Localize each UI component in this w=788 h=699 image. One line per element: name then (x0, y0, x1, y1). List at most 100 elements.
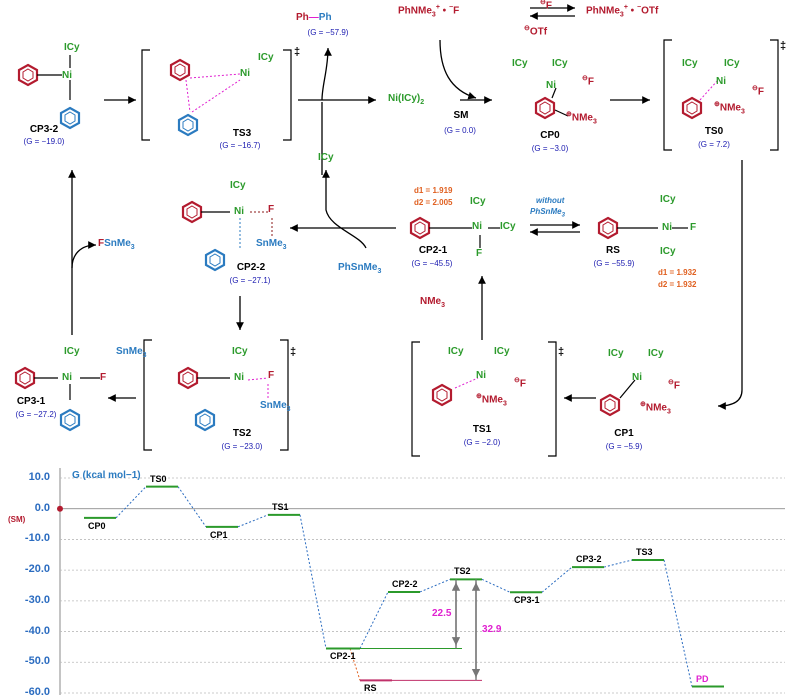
ts0-structure (663, 39, 779, 151)
ts1-structure (411, 341, 557, 457)
scheme-arrows (68, 4, 743, 410)
ts2-energy: (G = −23.0) (221, 442, 263, 451)
f-cp1: ⊖F (668, 379, 680, 392)
snme3-ts2: SnMe3 (260, 400, 291, 413)
level-label-cp1: CP1 (210, 529, 228, 540)
ts3-energy: (G = −16.7) (219, 141, 261, 150)
icy-cp1-a: ICy (608, 348, 624, 359)
cp1-energy: (G = −5.9) (605, 442, 643, 451)
connector (541, 566, 573, 593)
cp2-2-label: CP2-2 (236, 262, 266, 273)
ts3-structure (141, 49, 292, 141)
cp1-label: CP1 (614, 428, 634, 439)
icy-cp2-1-b: ICy (500, 221, 516, 232)
icy-cp0-b: ICy (552, 58, 568, 69)
cp2-2-energy: (G = −27.1) (229, 276, 271, 285)
without-label: without (536, 196, 565, 205)
y-tick-label: -30.0 (24, 593, 50, 606)
connector (419, 578, 451, 593)
cp3-1-energy: (G = −27.2) (15, 410, 57, 419)
f-cp0: ⊖F (582, 75, 594, 88)
level-label-cp2-1: CP2-1 (330, 651, 356, 662)
connector (299, 514, 327, 649)
ts0-label: TS0 (704, 126, 724, 137)
cp0-structure (534, 87, 569, 120)
barrier-label: 32.9 (482, 623, 502, 635)
otf-minus-top: ⊖OTf (524, 25, 548, 38)
ni-ts1: Ni (476, 370, 486, 381)
connector (663, 559, 693, 687)
ts1-energy: (G = −2.0) (463, 438, 501, 447)
ni-cp3-2: Ni (62, 70, 72, 81)
icy-rs-b: ICy (660, 246, 676, 257)
level-label-cp0: CP0 (88, 520, 106, 531)
y-tick-label: 0.0 (34, 501, 50, 514)
f-cp2-2: F (268, 204, 275, 215)
icy-ts3: ICy (258, 52, 274, 63)
level-label-ts1: TS1 (272, 501, 289, 512)
ni-cp2-2: Ni (234, 206, 244, 217)
icy-released: ICy (318, 152, 334, 163)
ts0-dagger: ‡ (780, 40, 787, 52)
level-label-ts2: TS2 (454, 566, 471, 577)
without-reagent: PhSnMe3 (530, 207, 565, 219)
level-label-cp3-2: CP3-2 (576, 554, 602, 565)
ni-cp2-1: Ni (472, 221, 482, 232)
nme3-cp1: ⊕NMe3 (640, 401, 671, 416)
y-tick-label: 10.0 (28, 471, 50, 483)
ts2-dagger: ‡ (290, 346, 297, 358)
cp2-1-d2: d2 = 2.005 (414, 198, 453, 207)
connector (359, 591, 389, 649)
ts1-label: TS1 (472, 424, 492, 435)
gridlines (60, 477, 785, 694)
profile-ylabel: G (kcal mol−1) (72, 470, 141, 481)
icy-cp3-2: ICy (64, 42, 80, 53)
rs-label: RS (606, 245, 620, 256)
f-minus-top: ⊖F (540, 0, 552, 12)
ni-cp3-1: Ni (62, 372, 72, 383)
icy-rs-a: ICy (660, 194, 676, 205)
cp3-1-structure (14, 366, 100, 432)
connector (481, 578, 511, 593)
ts0-energy: (G = 7.2) (698, 140, 730, 149)
cp3-1-label: CP3-1 (16, 396, 46, 407)
y-tick-label: -10.0 (24, 532, 50, 545)
ni-icy2: Ni(ICy)2 (388, 93, 425, 106)
f-cp3-1: F (100, 372, 107, 383)
ts3-dagger: ‡ (294, 46, 301, 58)
ts3-label: TS3 (232, 128, 252, 139)
cp2-1-label: CP2-1 (418, 245, 448, 256)
cp3-2-energy: (G = −19.0) (23, 137, 65, 146)
snme3-cp3-1: SnMe3 (116, 346, 147, 359)
nme3-ts0: ⊕NMe3 (714, 101, 745, 116)
barrier-label: 22.5 (432, 607, 452, 619)
ts2-label: TS2 (232, 428, 252, 439)
f-ts2: F (268, 370, 275, 381)
connector (603, 559, 633, 568)
cp3-2-label: CP3-2 (29, 124, 59, 135)
biphenyl-energy: (G = −57.9) (307, 28, 349, 37)
cp2-1-d1: d1 = 1.919 (414, 186, 453, 195)
icy-cp2-1-a: ICy (470, 196, 486, 207)
connector-rs (349, 648, 361, 681)
nme3-ts1: ⊕NMe3 (476, 393, 507, 408)
y-tick-label: -50.0 (24, 655, 50, 668)
cp2-1-energy: (G = −45.5) (411, 259, 453, 268)
cp3-2-structure (17, 55, 81, 130)
y-tick-label: -60.0 (24, 686, 50, 698)
ni-cp0: Ni (546, 80, 556, 91)
level-label-pd: PD (696, 673, 709, 684)
ts1-dagger: ‡ (558, 346, 565, 358)
icy-cp2-2: ICy (230, 180, 246, 191)
f-cp2-1: F (476, 248, 483, 259)
icy-ts1-b: ICy (494, 346, 510, 357)
f-ts1: ⊖F (514, 377, 526, 390)
rs-energy: (G = −55.9) (593, 259, 635, 268)
level-label-ts0: TS0 (150, 473, 167, 484)
profile-connectors (115, 486, 693, 687)
level-label-ts3: TS3 (636, 547, 653, 557)
biphenyl: Ph—Ph (296, 12, 332, 23)
y-tick-label: -40.0 (24, 624, 50, 637)
level-label-rs: RS (364, 683, 377, 694)
